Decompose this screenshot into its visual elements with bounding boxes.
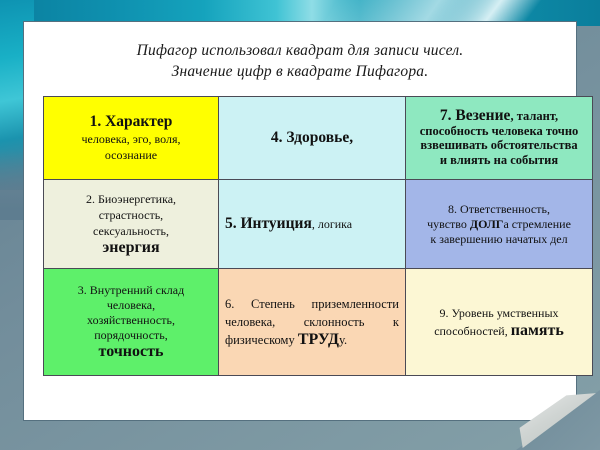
cell-5-heading: 5. Интуиция <box>225 215 312 232</box>
cell-1-line-2: осознание <box>104 148 158 162</box>
cell-5-heading-row: 5. Интуиция, логика <box>225 215 399 233</box>
cell-1-heading: 1. Характер <box>89 113 173 130</box>
cell-7-line-3: и влиять на события <box>439 152 559 167</box>
cell-3-line-2: человека, <box>106 298 156 312</box>
cell-8-line-1: 8. Ответственность, <box>448 201 550 216</box>
page-title: Пифагор использовал квадрат для записи ч… <box>24 40 576 82</box>
cell-1-line-1: человека, эго, воля, <box>81 132 181 146</box>
cell-2-line-2: страстность, <box>98 208 164 222</box>
cell-2-line-1: 2. Биоэнергетика, <box>85 192 177 206</box>
table-row: 2. Биоэнергетика, страстность, сексуальн… <box>43 179 593 269</box>
cell-6-groundedness: 6. Степень приземленности человека, скло… <box>218 268 406 376</box>
cell-9-memory-emphasis: память <box>510 321 564 339</box>
cell-7-heading-tail: , талант, <box>510 109 559 123</box>
table-row: 1. Характер человека, эго, воля, осознан… <box>43 96 593 180</box>
cell-8-duty-emphasis: ДОЛГ <box>469 216 504 231</box>
cell-6-labour-emphasis: ТРУД <box>297 331 340 348</box>
table-row: 3. Внутренний склад человека, хозяйствен… <box>43 268 593 376</box>
title-line-1: Пифагор использовал квадрат для записи ч… <box>136 42 464 59</box>
cell-4-health: 4. Здоровье, <box>218 96 406 180</box>
cell-7-heading: 7. Везение <box>439 107 511 124</box>
pythagoras-square-table: 1. Характер человека, эго, воля, осознан… <box>43 96 593 376</box>
cell-8-responsibility: 8. Ответственность, чувство ДОЛГа стремл… <box>405 179 593 269</box>
cell-5-intuition: 5. Интуиция, логика <box>218 179 406 269</box>
cell-3-inner-disposition: 3. Внутренний склад человека, хозяйствен… <box>43 268 219 376</box>
cell-2-line-3: сексуальность, <box>93 224 169 238</box>
cell-3-emphasis: точность <box>98 343 164 360</box>
cell-8-line-2: чувство ДОЛГа стремление <box>412 217 586 232</box>
cell-6-text: 6. Степень приземленности человека, скло… <box>225 297 399 348</box>
cell-3-line-4: порядочность, <box>94 328 168 342</box>
cell-8-line-2-post: а стремление <box>503 216 571 231</box>
cell-2-bioenergy: 2. Биоэнергетика, страстность, сексуальн… <box>43 179 219 269</box>
cell-4-heading: 4. Здоровье, <box>270 129 354 146</box>
cell-9-mental-ability: 9. Уровень умственных способностей, памя… <box>405 268 593 376</box>
cell-2-emphasis: энергия <box>102 239 160 256</box>
cell-9-line-2: способностей, память <box>412 322 586 340</box>
cell-7-line-1: способность человека точно <box>419 123 579 138</box>
cell-3-line-3: хозяйственность, <box>87 313 175 327</box>
cell-8-line-3: к завершению начатых дел <box>430 231 568 246</box>
cell-1-character: 1. Характер человека, эго, воля, осознан… <box>43 96 219 180</box>
cell-9-line-2-pre: способностей, <box>434 323 511 338</box>
cell-3-line-1: 3. Внутренний склад <box>77 283 185 297</box>
cell-7-heading-row: 7. Везение, талант, <box>412 107 586 124</box>
cell-7-line-2: взвешивать обстоятельства <box>420 138 578 152</box>
cell-5-heading-tail: , логика <box>311 217 353 231</box>
title-line-2: Значение цифр в квадрате Пифагора. <box>171 63 429 80</box>
cell-9-line-1: 9. Уровень умственных <box>439 305 559 320</box>
cell-8-line-2-pre: чувство <box>427 216 470 231</box>
teal-top-band <box>0 0 600 26</box>
cell-7-luck: 7. Везение, талант, способность человека… <box>405 96 593 180</box>
cell-6-text-post: у. <box>339 333 348 347</box>
cell-6-text-pre: 6. Степень приземленности человека, скло… <box>225 297 399 347</box>
